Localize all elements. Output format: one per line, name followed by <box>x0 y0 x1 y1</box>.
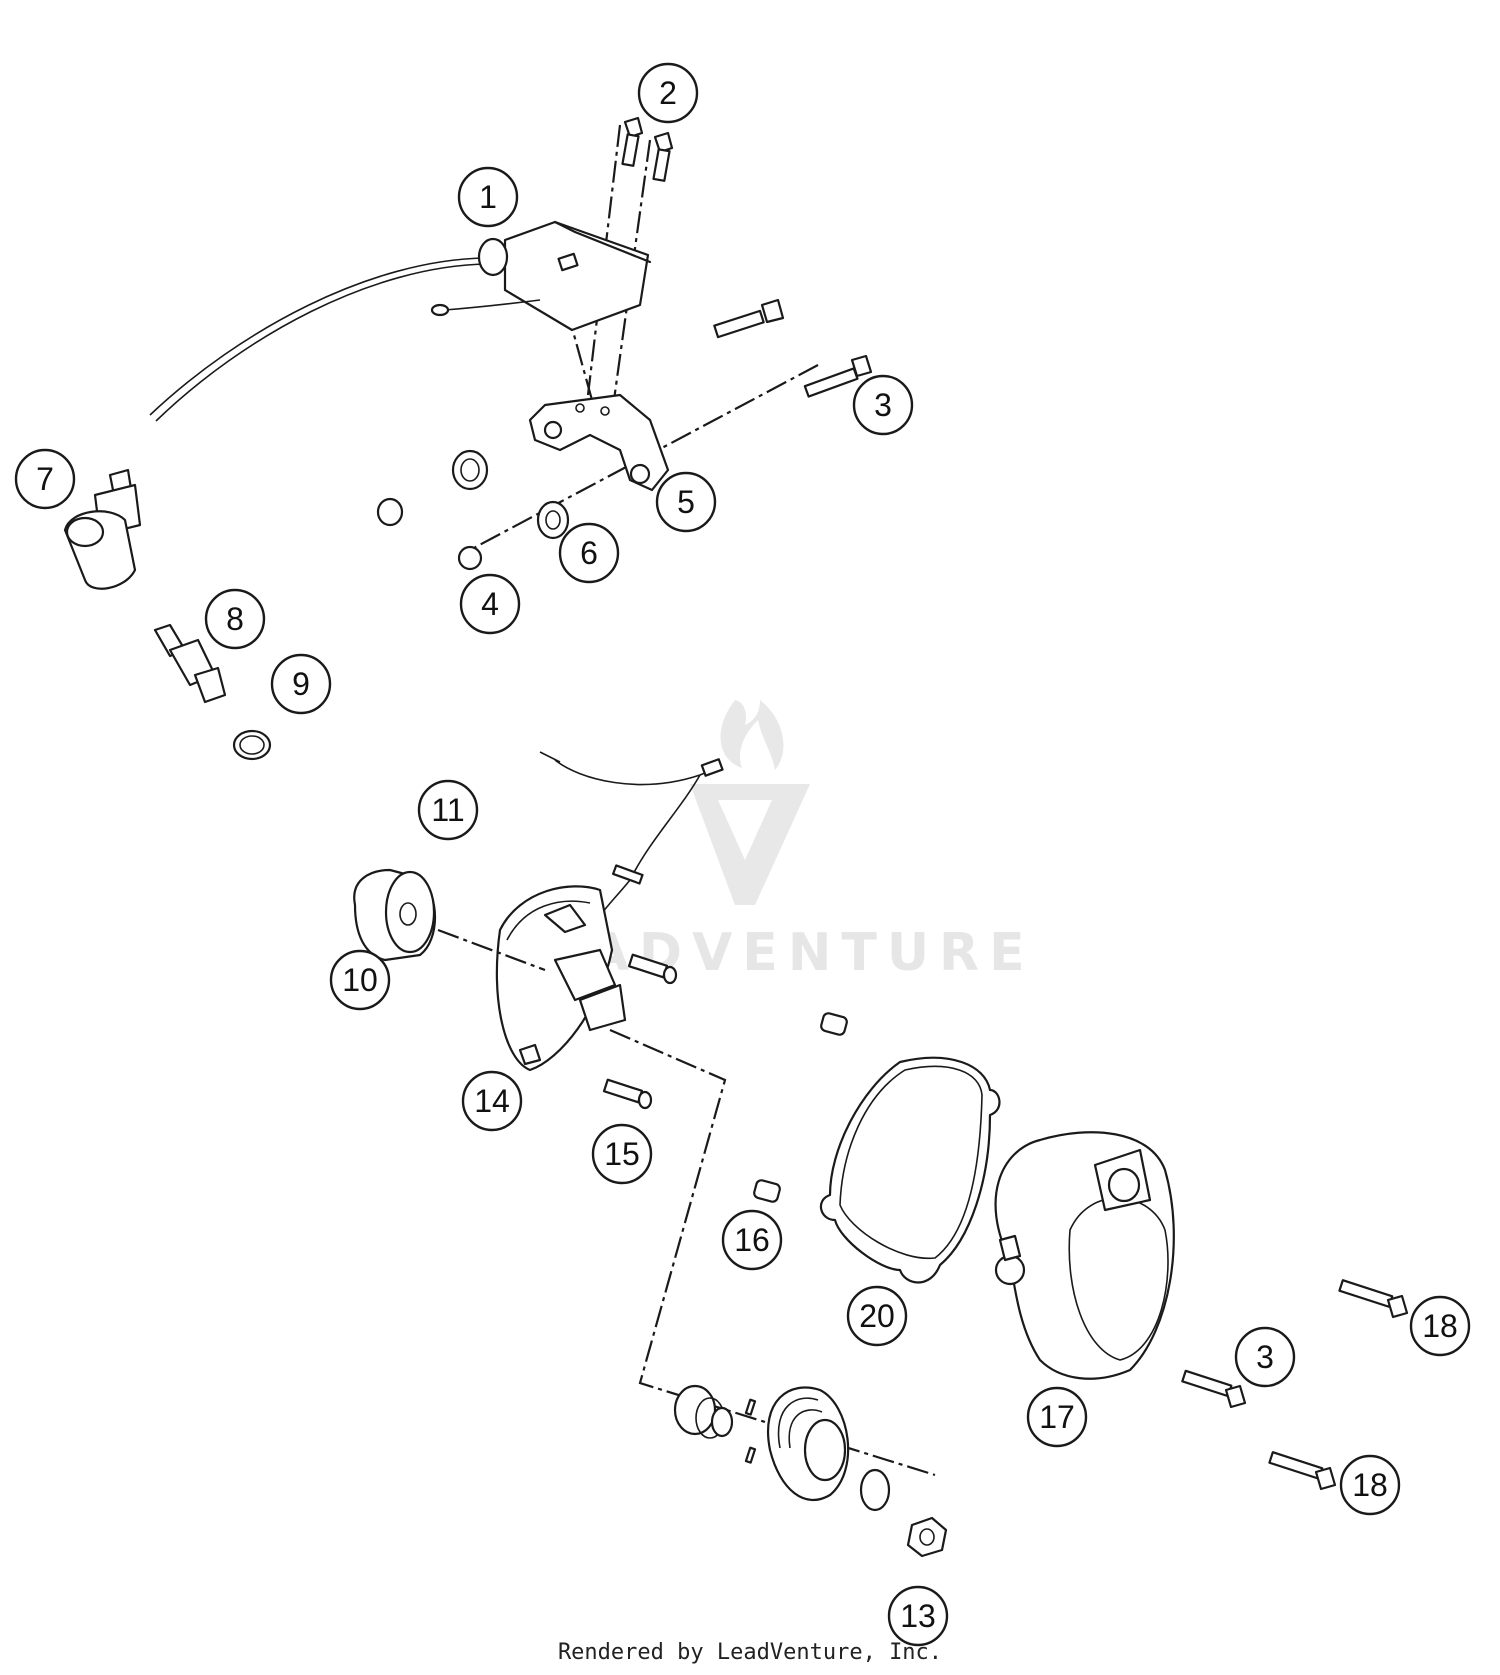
callout-label: 17 <box>1039 1399 1075 1435</box>
wire-connector <box>700 758 724 777</box>
ignition-coil <box>430 220 652 332</box>
callout-9: 9 <box>270 653 332 715</box>
callout-label: 18 <box>1352 1467 1388 1503</box>
callout-label: 11 <box>431 792 464 828</box>
callout-18b: 18 <box>1339 1454 1401 1516</box>
spark-plug-cap <box>63 468 142 590</box>
callout-8: 8 <box>204 588 266 650</box>
callout-label: 20 <box>859 1298 895 1334</box>
callout-label: 6 <box>580 535 598 571</box>
callout-label: 13 <box>900 1598 936 1634</box>
spark-plug <box>153 623 227 704</box>
ignition-cover <box>994 1131 1175 1380</box>
footer-credit: Rendered by LeadVenture, Inc. <box>557 1640 943 1665</box>
callout-3: 3 <box>852 374 914 436</box>
callout-10: 10 <box>329 949 391 1011</box>
coil-bracket <box>528 393 670 492</box>
sealing-ring <box>232 729 272 761</box>
callout-5: 5 <box>655 471 717 533</box>
cover-gasket <box>819 1056 1001 1284</box>
callout-label: 2 <box>659 75 677 111</box>
grommets <box>376 449 570 571</box>
callout-1: 1 <box>457 166 519 228</box>
ignition-wire <box>149 257 486 416</box>
callout-label: 18 <box>1422 1308 1458 1344</box>
callout-2: 2 <box>637 62 699 124</box>
callout-label: 14 <box>474 1083 510 1119</box>
callout-7: 7 <box>14 448 76 510</box>
callout-label: 8 <box>226 601 244 637</box>
callout-label: 5 <box>677 484 695 520</box>
flywheel-rotor <box>353 868 437 962</box>
cover-bolts <box>1181 1279 1409 1491</box>
stator <box>495 885 627 1072</box>
callout-label: 3 <box>874 387 892 423</box>
callout-16: 16 <box>721 1209 783 1271</box>
callout-label: 9 <box>292 666 310 702</box>
callout-14: 14 <box>461 1070 523 1132</box>
callout-label: 7 <box>36 461 54 497</box>
callout-label: 1 <box>479 179 497 215</box>
callout-6: 6 <box>558 522 620 584</box>
callout-15: 15 <box>591 1123 653 1185</box>
callout-label: 16 <box>734 1222 770 1258</box>
callout-13: 13 <box>887 1585 949 1647</box>
callout-4: 4 <box>459 573 521 635</box>
callout-label: 10 <box>342 962 378 998</box>
coil-bolts <box>621 116 674 182</box>
callout-label: 3 <box>1256 1339 1274 1375</box>
callout-label: 4 <box>481 586 499 622</box>
callout-17: 17 <box>1026 1386 1088 1448</box>
stator-screws <box>602 953 678 1110</box>
flywheel-pulley-assembly <box>673 1384 948 1558</box>
callout-label: 15 <box>604 1136 640 1172</box>
callout-20: 20 <box>846 1285 908 1347</box>
mounting-bolt <box>713 298 873 398</box>
callout-18a: 18 <box>1409 1295 1471 1357</box>
dowel-pins <box>753 1012 848 1203</box>
callout-3b: 3 <box>1234 1326 1296 1388</box>
callout-11: 11 <box>417 779 479 841</box>
